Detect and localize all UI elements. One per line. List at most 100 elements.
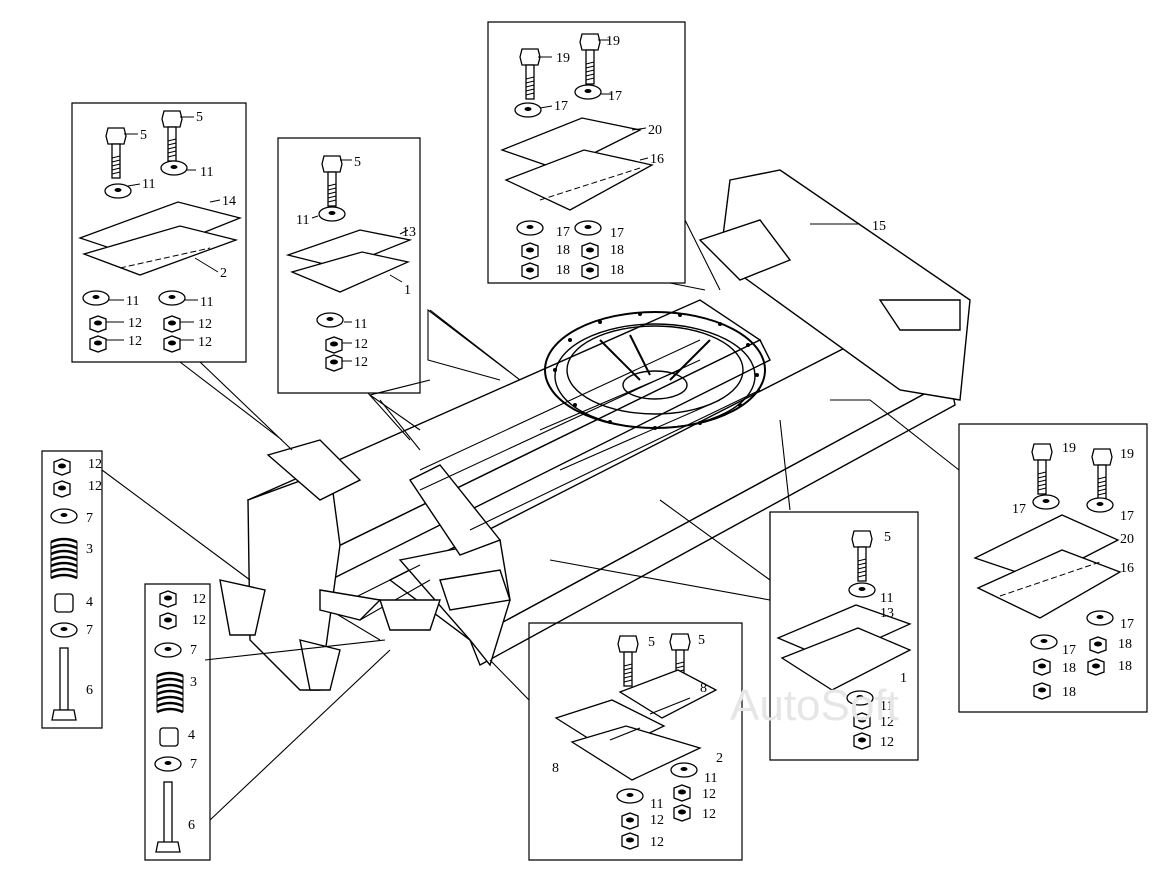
callout-14: 14 [222, 194, 236, 209]
callout-18: 18 [1062, 685, 1076, 700]
washer-icon [50, 508, 78, 524]
callout-box-outlines [41, 21, 1148, 861]
shim-plate-16 [504, 149, 654, 211]
callout-8: 8 [700, 681, 707, 696]
callout-12: 12 [88, 479, 102, 494]
nut-icon [621, 832, 639, 850]
washer-icon [160, 160, 188, 176]
callout-19: 19 [1120, 447, 1134, 462]
callout-4: 4 [188, 728, 195, 743]
bolt-icon [321, 155, 343, 207]
callout-18: 18 [610, 263, 624, 278]
callout-18: 18 [556, 263, 570, 278]
callout-12: 12 [198, 317, 212, 332]
washer-icon [514, 102, 542, 118]
washer-icon [1086, 497, 1114, 513]
callout-17: 17 [1062, 643, 1076, 658]
callout-7: 7 [86, 511, 93, 526]
callout-12: 12 [650, 835, 664, 850]
callout-6: 6 [86, 683, 93, 698]
box-mid-pads [769, 511, 919, 761]
callout-17: 17 [556, 225, 570, 240]
box-front-left-parts: 5 5 11 11 14 2 11 11 12 12 12 12 [78, 110, 243, 353]
callout-17: 17 [554, 99, 568, 114]
callout-12: 12 [880, 735, 894, 750]
nut-icon [581, 262, 599, 280]
callout-12: 12 [192, 613, 206, 628]
nut-icon [853, 732, 871, 750]
callout-5: 5 [354, 155, 361, 170]
box-rear-top-parts: 19 19 17 17 20 16 17 17 18 18 18 18 [500, 33, 664, 280]
nut-icon [521, 262, 539, 280]
box-mid-parts: 5 11 13 1 11 12 12 [776, 530, 912, 750]
shim-plate-1 [290, 251, 411, 293]
box-front-slotted-pads [528, 622, 743, 861]
bolt-icon [161, 110, 183, 162]
bolt-icon [105, 127, 127, 179]
washer-icon [82, 290, 110, 306]
washer-icon [318, 206, 346, 222]
callout-12: 12 [880, 715, 894, 730]
callout-11: 11 [126, 294, 139, 309]
callout-17: 17 [1120, 617, 1134, 632]
bolt-icon [579, 33, 601, 85]
callout-12: 12 [702, 787, 716, 802]
callout-20: 20 [648, 123, 662, 138]
box-front-slotted-parts: 5 5 8 2 8 11 11 12 12 12 12 [552, 633, 723, 850]
callout-11: 11 [296, 213, 309, 228]
callout-12: 12 [192, 592, 206, 607]
callout-12: 12 [128, 334, 142, 349]
nut-icon [325, 336, 343, 354]
box-rear-pads-top [487, 21, 686, 284]
nut-icon [521, 242, 539, 260]
callout-12: 12 [702, 807, 716, 822]
box-front-left-pads [71, 102, 247, 363]
callout-18: 18 [556, 243, 570, 258]
callout-11: 11 [354, 317, 367, 332]
box-front-center-pads [277, 137, 421, 394]
callout-11: 11 [142, 177, 155, 192]
nut-icon [673, 804, 691, 822]
nut-icon [1089, 636, 1107, 654]
bolt-icon [851, 530, 873, 582]
slotted-shim-2 [570, 725, 702, 781]
frame-assembly [219, 169, 971, 691]
callout-11: 11 [704, 771, 717, 786]
bolt-icon [617, 635, 639, 687]
washer-icon [1030, 634, 1058, 650]
nut-icon [1033, 658, 1051, 676]
callout-7: 7 [190, 643, 197, 658]
washer-icon [516, 220, 544, 236]
bushing-icon [159, 727, 179, 747]
callout-17: 17 [610, 226, 624, 241]
spring-icon [155, 671, 185, 714]
long-bolt-icon [59, 647, 69, 711]
callout-7: 7 [86, 623, 93, 638]
box-spring-stack-left-parts: 12 12 7 3 4 7 6 [49, 457, 102, 721]
callout-12: 12 [88, 457, 102, 472]
nut-icon [159, 612, 177, 630]
washer-icon [670, 762, 698, 778]
washer-icon [574, 220, 602, 236]
callout-18: 18 [1118, 659, 1132, 674]
bushing-icon [54, 593, 74, 613]
nut-icon [1087, 658, 1105, 676]
watermark-text: AutoSoft [730, 681, 899, 730]
callout-5: 5 [884, 530, 891, 545]
leader-lines [101, 219, 960, 821]
callout-18: 18 [610, 243, 624, 258]
callout-5: 5 [196, 110, 203, 125]
nut-icon [673, 784, 691, 802]
callout-8: 8 [552, 761, 559, 776]
washer-icon [154, 642, 182, 658]
callout-18: 18 [1062, 661, 1076, 676]
callout-2: 2 [716, 751, 723, 766]
shim-plate-20 [500, 117, 642, 171]
shim-plate-16 [976, 549, 1122, 619]
slotted-shim-8 [618, 669, 718, 719]
callout-7: 7 [190, 757, 197, 772]
callout-1: 1 [900, 671, 907, 686]
callout-18: 18 [1118, 637, 1132, 652]
